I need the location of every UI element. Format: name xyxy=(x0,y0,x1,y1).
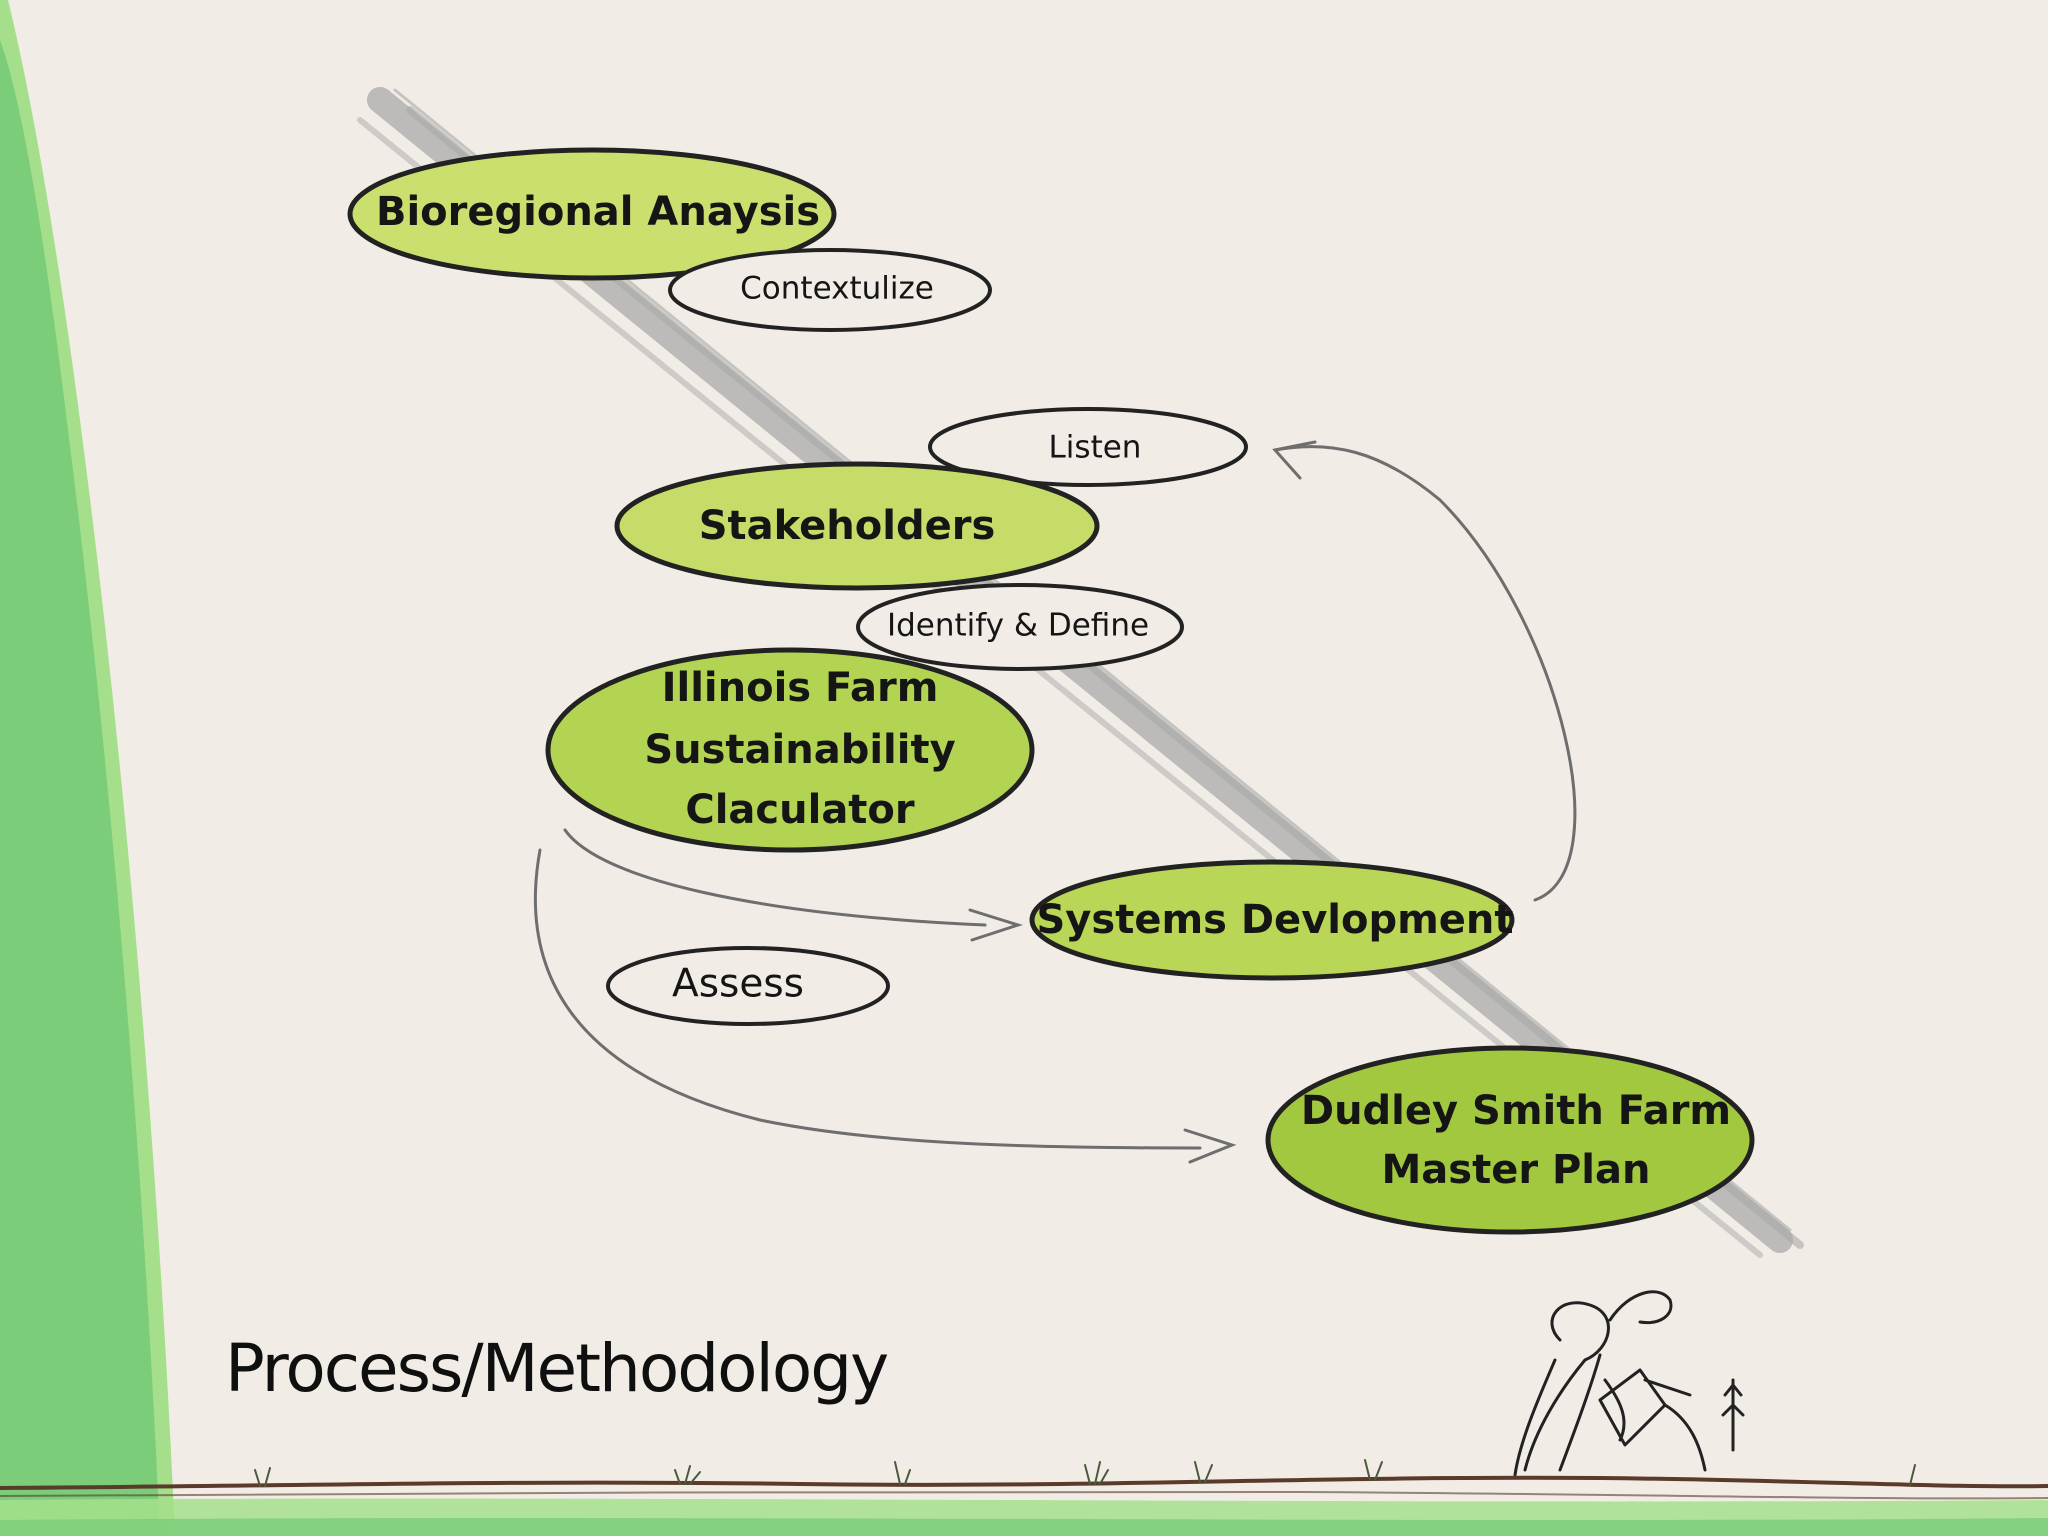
label-bioregional: Bioregional Anaysis xyxy=(376,189,820,235)
slide-title: Process/Methodology xyxy=(225,1330,889,1407)
label-identify: Identify & Define xyxy=(887,608,1149,644)
node-contextulize: Contextulize xyxy=(668,248,992,332)
label-systems: Systems Devlopment xyxy=(1037,897,1514,943)
node-master-plan: Dudley Smith Farm Master Plan xyxy=(1265,1045,1755,1235)
farmer-illustration xyxy=(1513,1290,1745,1477)
arrow-calculator-to-systems xyxy=(563,828,987,927)
node-assess: Assess xyxy=(606,946,890,1026)
node-systems-development: Systems Devlopment xyxy=(1029,859,1515,981)
label-calculator-line2: Sustainability xyxy=(644,727,955,773)
label-calculator-line3: Claculator xyxy=(685,787,915,833)
node-listen: Listen xyxy=(928,407,1248,487)
arrowhead-masterplan xyxy=(1183,1128,1237,1164)
label-masterplan-line2: Master Plan xyxy=(1381,1147,1650,1193)
feedback-arrow-to-listen xyxy=(1273,445,1577,902)
node-calculator: Illinois Farm Sustainability Claculator xyxy=(545,647,1035,853)
label-stakeholders: Stakeholders xyxy=(699,503,996,549)
grass-tufts xyxy=(254,1459,1916,1487)
arrowhead-listen xyxy=(1272,440,1317,480)
node-stakeholders: Stakeholders xyxy=(614,461,1100,591)
sidebar-decoration xyxy=(0,0,175,1536)
arrowhead-systems xyxy=(968,908,1023,942)
label-listen: Listen xyxy=(1049,430,1142,466)
flow-arrows xyxy=(533,440,1577,1164)
label-assess: Assess xyxy=(672,962,804,1007)
label-masterplan-line1: Dudley Smith Farm xyxy=(1301,1088,1731,1134)
label-calculator-line1: Illinois Farm xyxy=(662,665,939,711)
node-bioregional-analysis: Bioregional Anaysis xyxy=(347,147,837,281)
label-contextulize: Contextulize xyxy=(740,271,934,307)
bottom-green-band xyxy=(0,1498,2048,1536)
arrow-calculator-to-masterplan xyxy=(533,848,1202,1150)
ground-line xyxy=(0,1475,2048,1500)
node-identify-define: Identify & Define xyxy=(856,583,1184,671)
